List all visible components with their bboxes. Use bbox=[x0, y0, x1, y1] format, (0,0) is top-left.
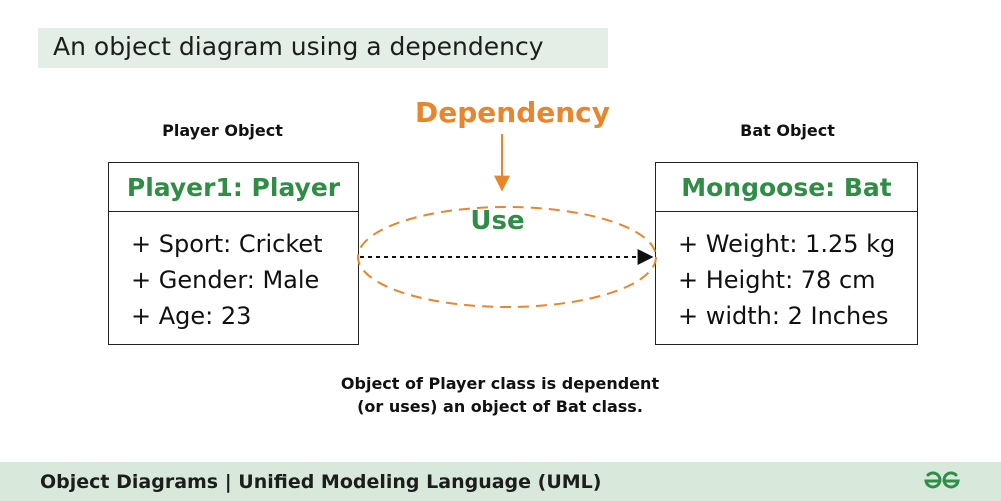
footer-text: Object Diagrams | Unified Modeling Langu… bbox=[40, 471, 602, 493]
title-band bbox=[38, 28, 608, 68]
caption-line-1: Object of Player class is dependent bbox=[340, 374, 660, 393]
bat-attribute: + Height: 78 cm bbox=[678, 266, 876, 294]
dependency-label: Dependency bbox=[415, 96, 611, 129]
bat-attribute: + width: 2 Inches bbox=[678, 302, 889, 330]
bat-object-header: Mongoose: Bat bbox=[656, 163, 917, 212]
bat-object-label: Bat Object bbox=[740, 121, 835, 140]
player-object-header: Player1: Player bbox=[109, 163, 358, 212]
player-attribute: + Age: 23 bbox=[131, 302, 252, 330]
player-object-label: Player Object bbox=[162, 121, 283, 140]
caption: Object of Player class is dependent (or … bbox=[300, 372, 700, 418]
use-label: Use bbox=[470, 206, 525, 236]
player-attributes: + Sport: Cricket + Gender: Male + Age: 2… bbox=[109, 212, 358, 334]
page-title: An object diagram using a dependency bbox=[53, 32, 544, 61]
caption-line-2: (or uses) an object of Bat class. bbox=[357, 397, 643, 416]
gfg-logo-icon bbox=[922, 470, 962, 496]
use-ellipse bbox=[357, 206, 657, 308]
bat-attributes: + Weight: 1.25 kg + Height: 78 cm + widt… bbox=[656, 212, 917, 334]
bat-object-box: Mongoose: Bat + Weight: 1.25 kg + Height… bbox=[655, 162, 918, 345]
player-object-box: Player1: Player + Sport: Cricket + Gende… bbox=[108, 162, 359, 345]
player-attribute: + Gender: Male bbox=[131, 266, 320, 294]
player-attribute: + Sport: Cricket bbox=[131, 230, 323, 258]
bat-attribute: + Weight: 1.25 kg bbox=[678, 230, 896, 258]
footer-bar: Object Diagrams | Unified Modeling Langu… bbox=[0, 462, 1001, 501]
